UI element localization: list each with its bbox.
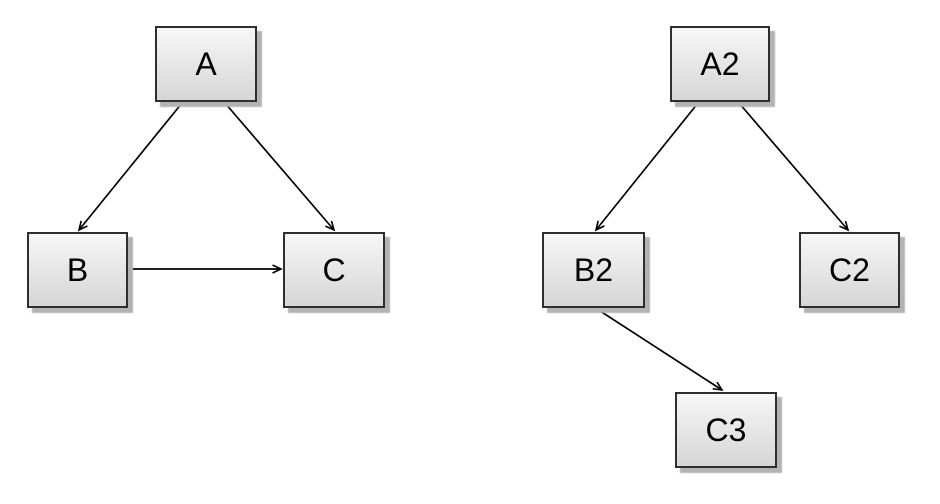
node-label: A (195, 46, 217, 82)
edge-group (79, 102, 848, 390)
node-label: C3 (705, 412, 747, 448)
node-label: C (322, 252, 346, 288)
node-B: B (27, 232, 128, 308)
node-A2: A2 (670, 26, 770, 102)
node-B2: B2 (542, 232, 645, 308)
node-label: C2 (829, 252, 870, 288)
edge-A-to-C (224, 102, 334, 230)
edge-B2-to-C3 (596, 308, 722, 390)
node-label: B2 (573, 252, 614, 288)
edge-A-to-B (79, 102, 183, 230)
node-label: B (66, 252, 89, 288)
node-label: A2 (700, 46, 740, 82)
node-C2: C2 (799, 232, 900, 308)
edge-A2-to-C2 (738, 102, 848, 230)
edge-A2-to-B2 (596, 102, 699, 230)
node-A: A (155, 26, 257, 102)
node-C: C (283, 232, 385, 308)
node-C3: C3 (675, 392, 777, 468)
